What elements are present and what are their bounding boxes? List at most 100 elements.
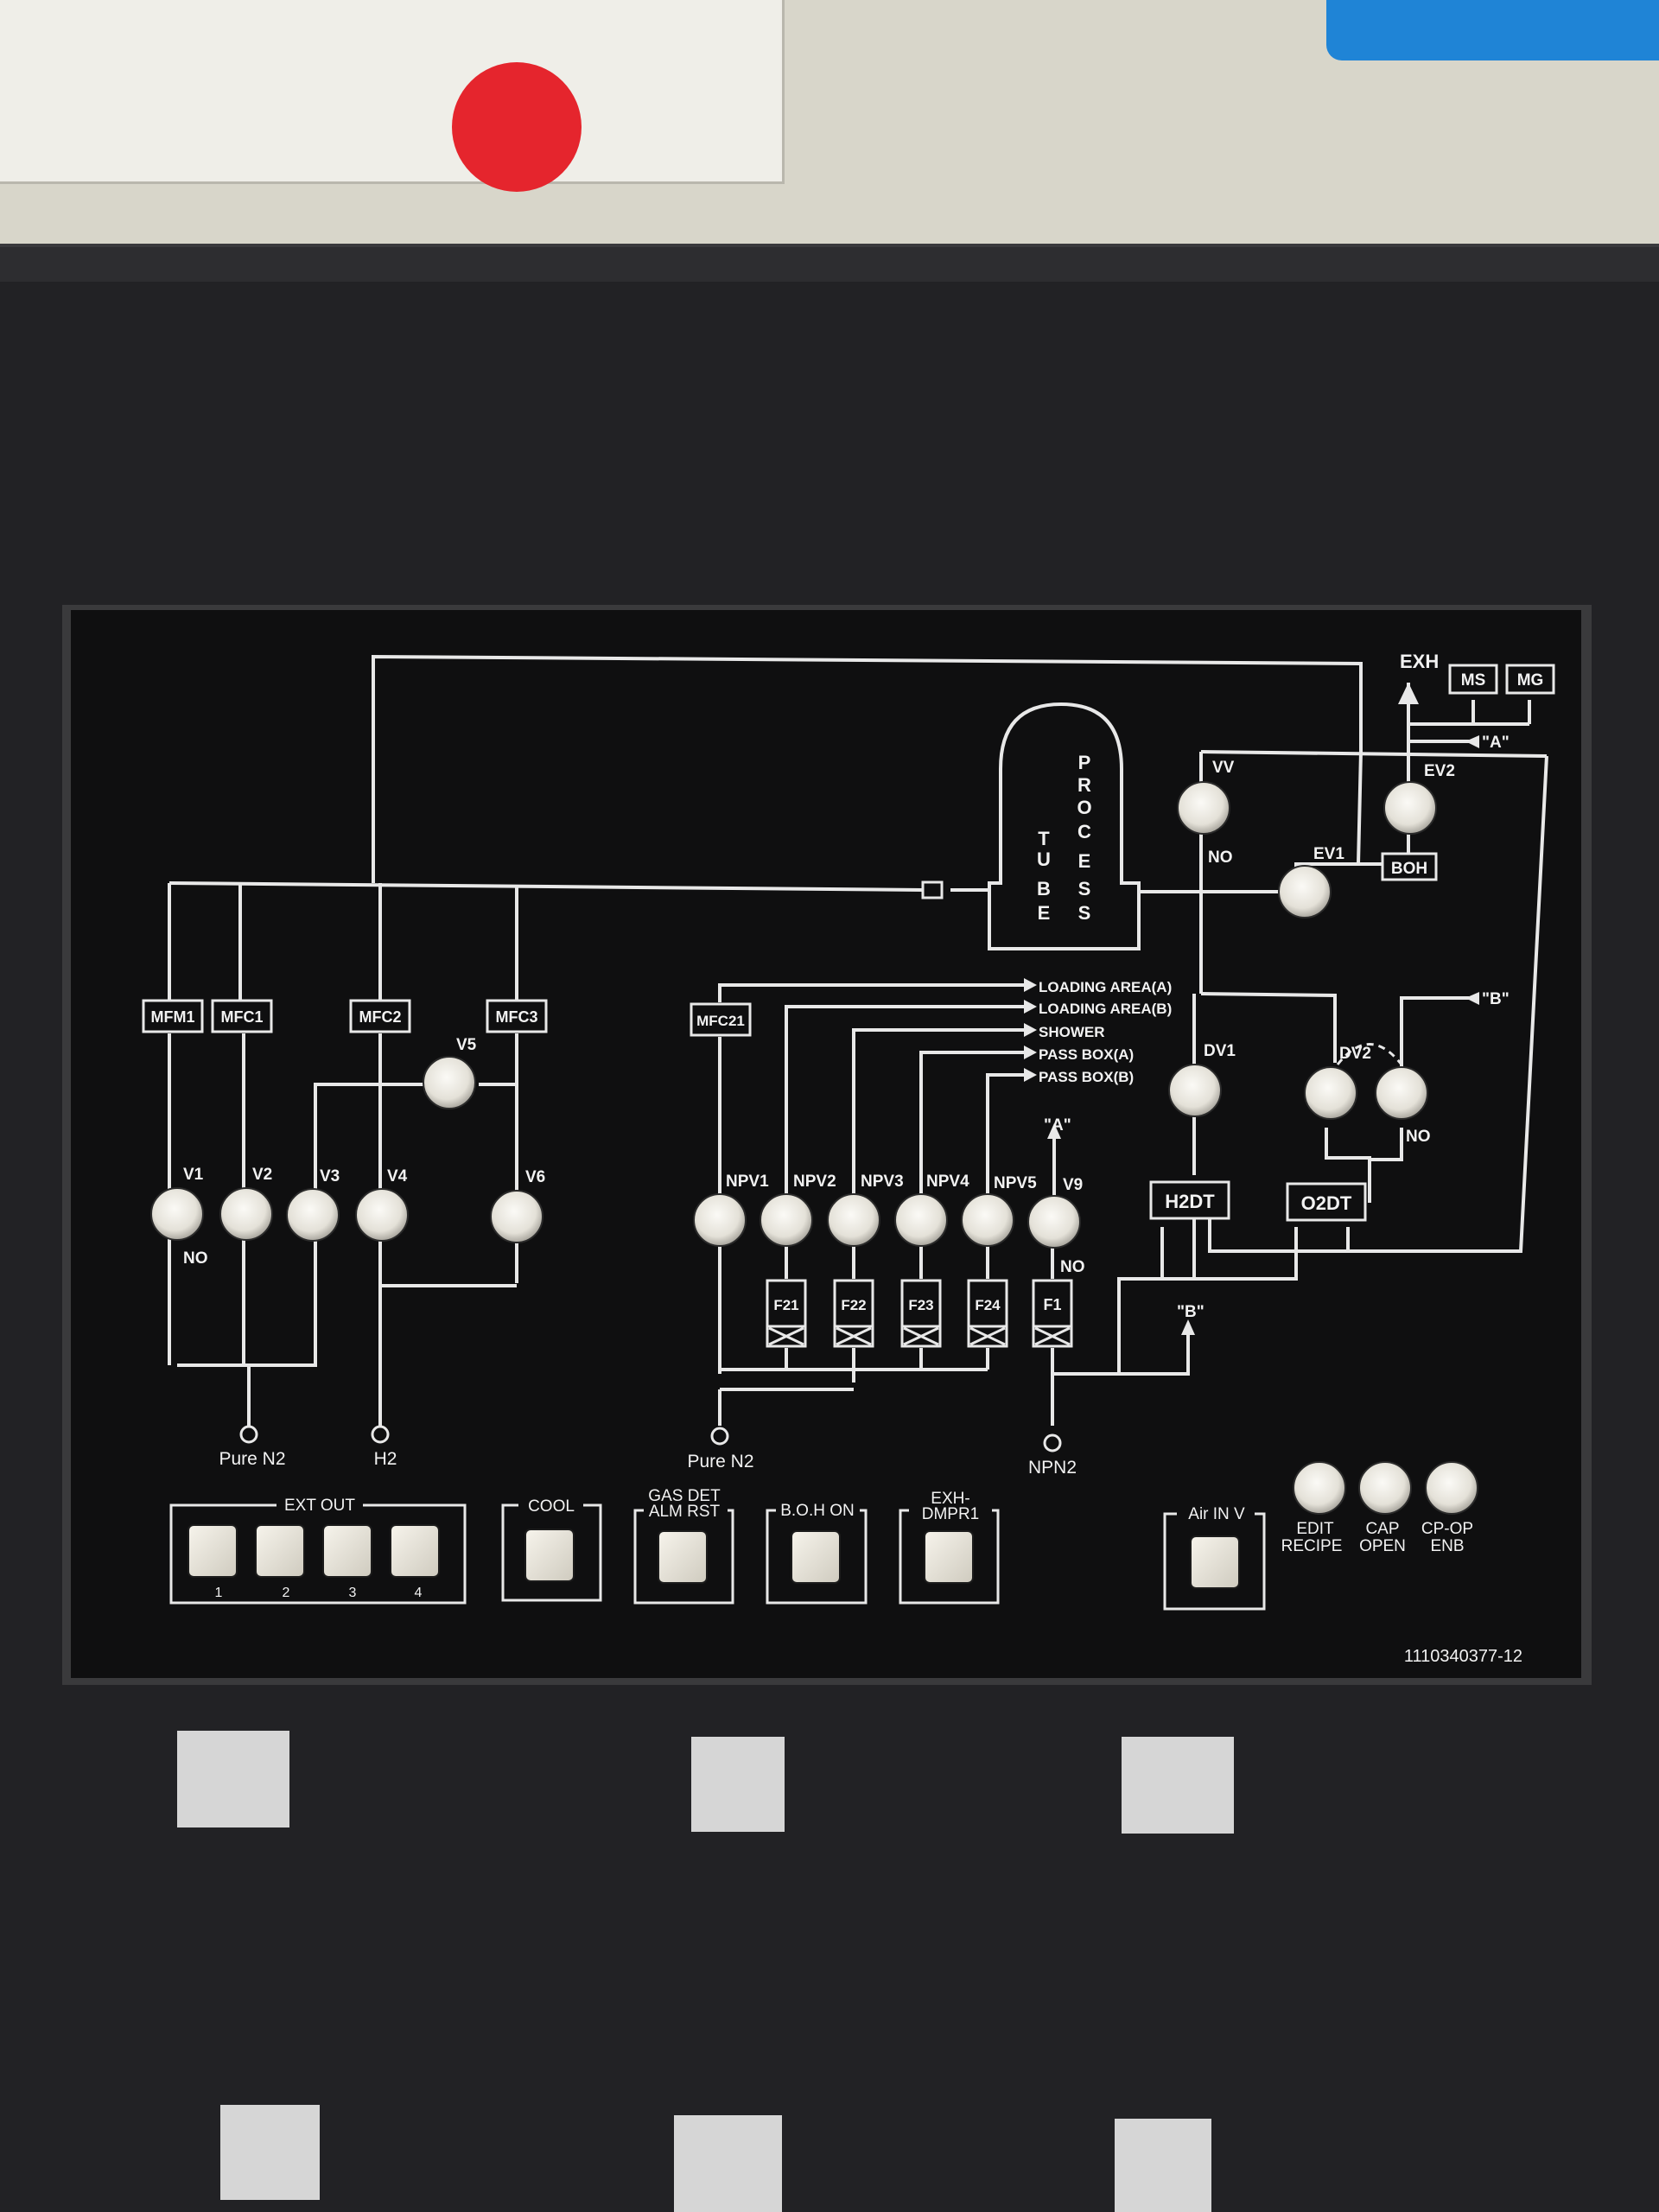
process-tube [988,702,1141,950]
flow-arrows [1024,683,1479,1335]
npv5-valve-lamp[interactable] [961,1193,1014,1247]
mfm1-label: MFM1 [151,1008,195,1026]
npv1-label: NPV1 [726,1173,769,1191]
ext-out-3-button[interactable] [322,1524,372,1578]
npv3-label: NPV3 [861,1173,904,1191]
ext-out-2-button[interactable] [255,1524,305,1578]
npv1-valve-lamp[interactable] [693,1193,747,1247]
part-number: 1110340377-12 [1404,1647,1522,1666]
mfc2-box [349,999,411,1033]
air-in-v-label: Air IN V [1188,1505,1245,1523]
foam-pad [1115,2119,1211,2212]
air-in-v-button[interactable] [1190,1535,1240,1589]
mfc3-label: MFC3 [496,1008,538,1026]
pass-box-b-label: PASS BOX(B) [1039,1069,1134,1085]
ext-out-4-button[interactable] [390,1524,440,1578]
cp-op-enb-label-2: ENB [1430,1537,1464,1555]
ext-out-3-number: 3 [349,1586,357,1600]
tube-letter: T [1038,828,1050,849]
process-letter: O [1077,797,1091,818]
dv2-no-label: NO [1406,1128,1431,1146]
v4-valve-lamp[interactable] [355,1188,409,1242]
ev2-label: EV2 [1424,762,1455,780]
mfc3-box [486,999,548,1033]
boh-box [1381,852,1438,881]
v1-valve-lamp[interactable] [150,1187,204,1241]
cabinet-top-edge [0,244,1659,282]
v5-valve-lamp[interactable] [423,1056,476,1109]
f1-label: F1 [1043,1296,1061,1313]
red-dot-sticker [452,62,582,192]
ev1-label: EV1 [1313,845,1344,863]
blue-tag [1326,0,1659,60]
ev2-valve-lamp[interactable] [1383,781,1437,835]
exh-dmpr-frame [899,1509,1000,1605]
mfc1-label: MFC1 [221,1008,264,1026]
dv2-valve-lamp-b[interactable] [1375,1066,1428,1120]
cap-open-label-2: OPEN [1359,1537,1406,1555]
o2dt-box [1286,1182,1367,1222]
npv2-label: NPV2 [793,1173,836,1191]
ev1-valve-lamp[interactable] [1278,865,1332,918]
process-letter: R [1077,774,1091,796]
v9-label: V9 [1063,1176,1083,1194]
exh-dmpr1-button[interactable] [924,1530,974,1584]
cap-open-lamp[interactable] [1358,1461,1412,1515]
f23-label: F23 [908,1297,933,1313]
dv2-dashed-link [1336,1043,1403,1065]
process-letter: C [1077,821,1091,842]
cap-open-label-1: CAP [1365,1520,1399,1538]
process-letter: S [1078,902,1091,924]
loading-area-b-label: LOADING AREA(B) [1039,1001,1172,1017]
o2dt-label: O2DT [1301,1192,1352,1214]
dv2-valve-lamp-a[interactable] [1304,1066,1357,1120]
boh-on-button[interactable] [791,1530,841,1584]
ext-out-frame [169,1503,467,1605]
dv1-valve-lamp[interactable] [1168,1064,1222,1117]
npv3-valve-lamp[interactable] [827,1193,880,1247]
v9-no-label: NO [1060,1258,1085,1276]
npv2-valve-lamp[interactable] [760,1193,813,1247]
npv4-label: NPV4 [926,1173,969,1191]
v5-label: V5 [456,1036,477,1054]
vv-valve-lamp[interactable] [1177,781,1230,835]
ext-out-1-number: 1 [215,1586,223,1600]
v2-label: V2 [252,1166,272,1184]
pure-n2-terminal [239,1425,258,1444]
npv4-valve-lamp[interactable] [894,1193,948,1247]
process-letter: S [1078,878,1091,899]
boh-on-label: B.O.H ON [780,1502,855,1520]
dv1-label: DV1 [1204,1042,1236,1060]
h2dt-box [1149,1180,1230,1220]
foam-pad [177,1731,289,1827]
ms-box [1448,664,1498,695]
v9-valve-lamp[interactable] [1027,1195,1081,1249]
ext-out-4-number: 4 [415,1586,423,1600]
v3-valve-lamp[interactable] [286,1188,340,1242]
mfc21-box [690,1002,752,1037]
tube-letter: B [1037,878,1051,899]
vv-label: VV [1212,759,1235,777]
v4-label: V4 [387,1167,408,1185]
wall-sign [0,0,785,184]
gas-det-label-1: GAS DET [648,1487,721,1505]
cp-op-enb-lamp[interactable] [1425,1461,1478,1515]
cool-label: COOL [528,1497,575,1516]
f21-label: F21 [773,1297,798,1313]
cool-button[interactable] [524,1529,575,1582]
air-in-v-frame [1163,1512,1266,1611]
v6-valve-lamp[interactable] [490,1190,543,1243]
gas-det-alm-rst-button[interactable] [658,1530,708,1584]
cp-op-enb-label-1: CP-OP [1421,1520,1473,1538]
ms-label: MS [1461,671,1486,690]
mfc21-label: MFC21 [696,1013,745,1029]
edit-recipe-lamp[interactable] [1293,1461,1346,1515]
v1-no-label: NO [183,1249,208,1268]
mfc2-label: MFC2 [359,1008,402,1026]
v2-valve-lamp[interactable] [219,1187,273,1241]
ext-out-1-button[interactable] [188,1524,238,1578]
h2-terminal [371,1425,390,1444]
h2-label: H2 [374,1449,397,1469]
tube-letter: U [1037,849,1051,870]
